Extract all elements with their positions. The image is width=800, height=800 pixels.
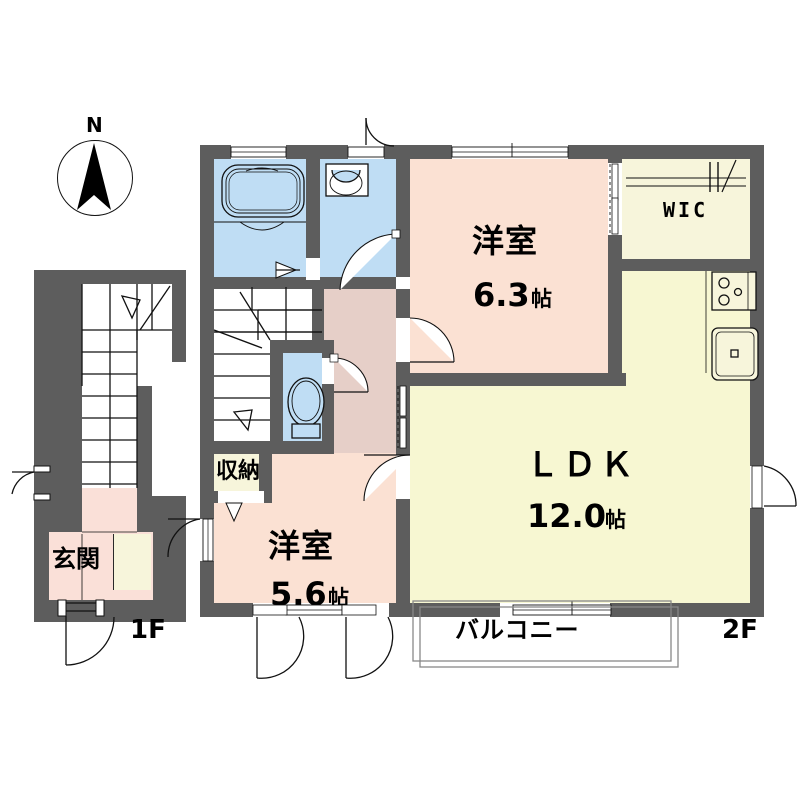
wall-washroom-right <box>396 159 410 289</box>
wall-bedroom1-ldk <box>396 373 626 386</box>
wall-kitchen-divider <box>620 271 622 373</box>
opening-closet-door <box>218 491 264 503</box>
ldk-size-unit: 帖 <box>605 508 626 532</box>
compass-north-label: N <box>86 113 103 137</box>
door-washroom-exterior <box>348 145 384 159</box>
wall-closet-right <box>259 453 272 497</box>
second-floor-label: 2F <box>722 615 758 645</box>
wall-stair-corridor <box>312 289 324 353</box>
door-ldk-right <box>750 466 764 508</box>
bedroom-1-size: 6.3 <box>473 276 530 314</box>
bedroom-2-fill-upper <box>272 453 410 503</box>
wall-toilet-top <box>270 340 334 353</box>
wall-toilet-left <box>270 340 283 453</box>
genkan-label: 玄関 <box>52 545 100 573</box>
wall-toilet-right <box>322 340 334 453</box>
bedroom-1-fill <box>410 159 608 373</box>
first-floor-stair-run <box>82 284 137 488</box>
first-floor-label: 1F <box>130 615 166 645</box>
genkan-shoebox <box>113 534 151 590</box>
wall-wic-bottom <box>608 259 750 271</box>
wall-bath-washroom <box>306 159 320 277</box>
ldk-size: 12.0 <box>527 497 606 535</box>
ldk-label: ＬＤＫ <box>526 445 637 484</box>
opening-toilet-door <box>322 358 334 384</box>
bathroom-fill <box>214 159 314 277</box>
bedroom-2-size: 5.6 <box>270 575 327 613</box>
opening-washroom-door <box>396 277 410 289</box>
opening-bathroom-door <box>306 258 320 280</box>
ldk-fill-main <box>410 385 750 603</box>
window-bedroom-1 <box>452 145 568 159</box>
closet-label: 収納 <box>216 459 261 484</box>
door-ldk-balcony <box>500 603 610 617</box>
wic-label: WIC <box>663 198 709 222</box>
window-bathroom <box>231 145 286 159</box>
balcony-label: バルコニー <box>455 616 580 644</box>
bedroom-1-size-unit: 帖 <box>531 287 552 311</box>
first-floor-void-right <box>152 362 186 496</box>
opening-bedroom1-door <box>396 318 410 362</box>
opening-bedroom2-door <box>396 455 410 499</box>
compass-circle <box>57 140 133 216</box>
opening-wic-entry <box>608 163 622 235</box>
bedroom-2-fill <box>214 497 410 603</box>
window-bedroom-2-left <box>200 519 214 561</box>
bedroom-2-name: 洋室 <box>268 527 335 565</box>
bedroom-2-size-unit: 帖 <box>328 586 349 610</box>
genkan-shoebox-outline-l <box>113 534 114 590</box>
bedroom-1-name: 洋室 <box>472 222 539 260</box>
wall-stair-bottom <box>214 441 334 454</box>
